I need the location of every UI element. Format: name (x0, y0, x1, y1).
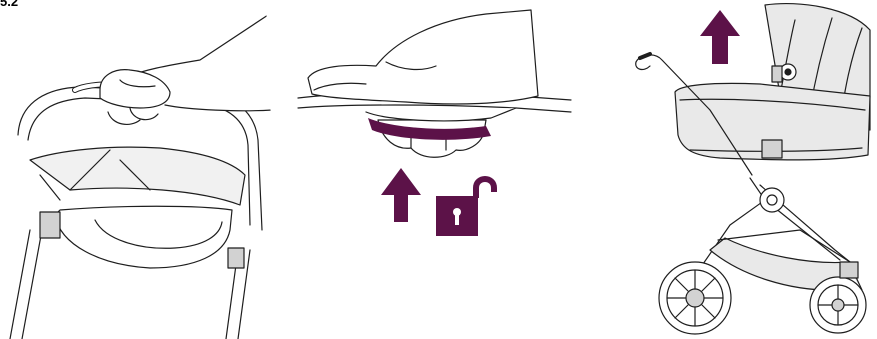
up-arrow-icon (700, 10, 740, 64)
upper-hand (308, 10, 538, 104)
front-wheel (810, 277, 866, 333)
basket-body (55, 206, 232, 268)
release-button-illustration (286, 0, 586, 339)
stroller-illustration (600, 0, 877, 339)
up-arrow-icon (381, 168, 421, 222)
panel-carrycot-lift-off (600, 0, 877, 339)
unlocked-padlock-icon (436, 179, 494, 236)
rear-wheel (659, 262, 731, 334)
carrycot-handle-illustration (0, 0, 280, 339)
panel-handle-release-button (286, 0, 586, 339)
frame-left (10, 230, 42, 339)
panel-carrycot-handle-grip (0, 0, 280, 339)
